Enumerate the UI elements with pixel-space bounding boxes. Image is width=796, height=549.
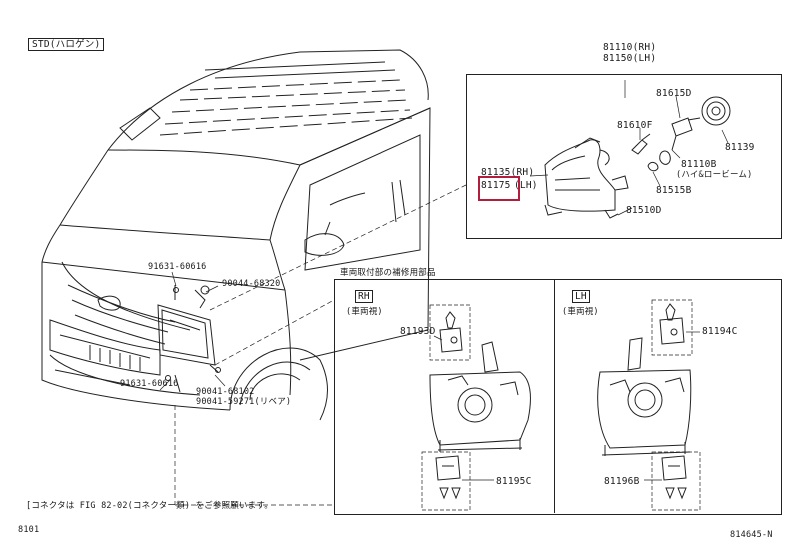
part-number-rh[interactable]: 81110(RH)	[603, 42, 657, 53]
callout-81110b-note: (ハイ&ロービーム)	[676, 170, 753, 180]
callout-81610f[interactable]: 81610F	[617, 120, 653, 131]
callout-81515b[interactable]: 81515B	[656, 185, 692, 196]
callout-81193d[interactable]: 81193D	[400, 326, 436, 337]
view-label-lh: (車両視)	[562, 307, 599, 317]
callout-81139[interactable]: 81139	[725, 142, 755, 153]
vehicle-illustration	[41, 49, 467, 506]
callout-81510d[interactable]: 81510D	[626, 205, 662, 216]
rh-bracket-drawing	[421, 304, 531, 511]
variant-label: STD(ハロゲン)	[28, 38, 105, 51]
lh-bracket-drawing	[597, 299, 701, 511]
connector-note: [コネクタは FIG 82-02(コネクター類) をご参照願います。	[26, 501, 273, 511]
callout-81615d[interactable]: 81615D	[656, 88, 692, 99]
view-label-rh: (車両視)	[346, 307, 383, 317]
highlight-box-81175	[478, 176, 520, 201]
callout-91631-60616-upper[interactable]: 91631-60616	[148, 262, 207, 272]
callout-81110b[interactable]: 81110B	[681, 159, 717, 170]
callout-81195c[interactable]: 81195C	[496, 476, 532, 487]
repair-parts-title: 車両取付部の補修用部品	[340, 268, 436, 278]
assembly-frame	[466, 74, 782, 239]
callout-81175[interactable]: 81175	[481, 180, 511, 191]
callout-81175-suffix: (LH)	[514, 180, 538, 191]
repair-parts-frame	[334, 279, 782, 515]
callout-90044-68320[interactable]: 90044-68320	[222, 279, 281, 289]
callout-81194c[interactable]: 81194C	[702, 326, 738, 337]
figure-id: 814645-N	[730, 530, 773, 540]
callout-90041-68102[interactable]: 90041-68102	[196, 387, 255, 397]
headlamp-assembly-drawing	[529, 80, 731, 219]
callout-91631-60616-lower[interactable]: 91631-60616	[120, 379, 179, 389]
part-number-lh[interactable]: 81150(LH)	[603, 53, 657, 64]
page-code: 8101	[18, 525, 40, 535]
panel-divider	[554, 279, 555, 513]
side-label-lh: LH	[572, 290, 590, 303]
callout-90041-59271[interactable]: 90041-59271(リベア)	[196, 397, 292, 407]
callout-81196b[interactable]: 81196B	[604, 476, 640, 487]
callout-81135-rh[interactable]: 81135(RH)	[481, 167, 535, 178]
side-label-rh: RH	[355, 290, 373, 303]
